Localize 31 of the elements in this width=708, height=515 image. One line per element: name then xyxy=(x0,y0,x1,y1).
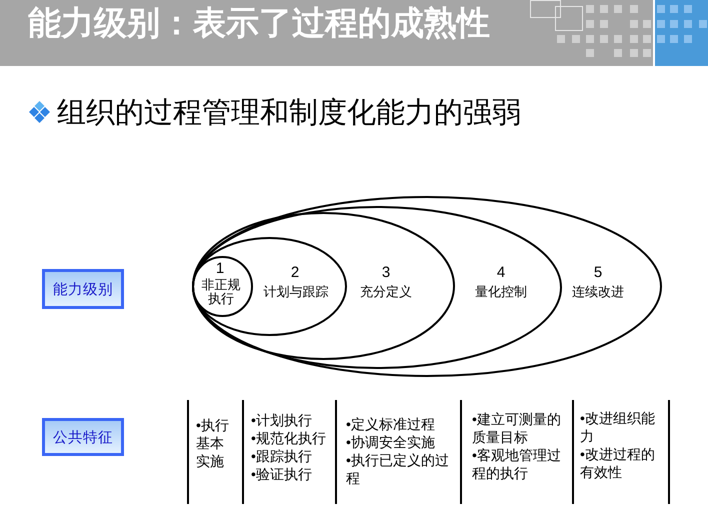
subtitle: 组织的过程管理和制度化能力的强弱 xyxy=(57,97,521,129)
bullet-item: •执行已定义的过程 xyxy=(346,451,450,487)
level-number: 4 xyxy=(496,265,506,281)
level-name: 量化控制 xyxy=(475,285,527,298)
bullet-item: •计划执行 xyxy=(251,411,312,429)
bullet-item: •改进组织能力 xyxy=(580,409,656,445)
category-box: 公共特征 xyxy=(42,418,124,456)
bullet-item: •验证执行 xyxy=(251,465,312,483)
level-number: 5 xyxy=(594,265,602,281)
category-box: 能力级别 xyxy=(42,269,124,309)
level-name: 计划与跟踪 xyxy=(264,285,328,298)
bullet-item: •规范化执行 xyxy=(251,429,326,447)
title: 能力级别：表示了过程的成熟性 xyxy=(28,5,490,41)
bullet-item: •执行基本实施 xyxy=(196,416,230,470)
ellipse xyxy=(192,237,347,336)
level-name: 非正规执行 xyxy=(201,278,241,305)
ellipse xyxy=(192,196,662,377)
level-number: 3 xyxy=(382,265,390,281)
level-number: 2 xyxy=(290,265,300,281)
level-number: 1 xyxy=(216,261,224,277)
bullet-item: •建立可测量的质量目标 xyxy=(472,410,562,446)
bullet-item: •跟踪执行 xyxy=(251,447,312,465)
ellipse xyxy=(192,212,455,360)
ellipse xyxy=(192,256,253,317)
ellipse xyxy=(192,206,562,369)
bullet-item: •改进过程的有效性 xyxy=(580,445,656,481)
level-name: 充分定义 xyxy=(360,285,412,298)
level-name: 连续改进 xyxy=(572,285,624,298)
bullet-item: •定义标准过程 xyxy=(346,415,435,433)
bullet-item: •客观地管理过程的执行 xyxy=(472,446,562,482)
bullet-item: •协调安全实施 xyxy=(346,433,435,451)
